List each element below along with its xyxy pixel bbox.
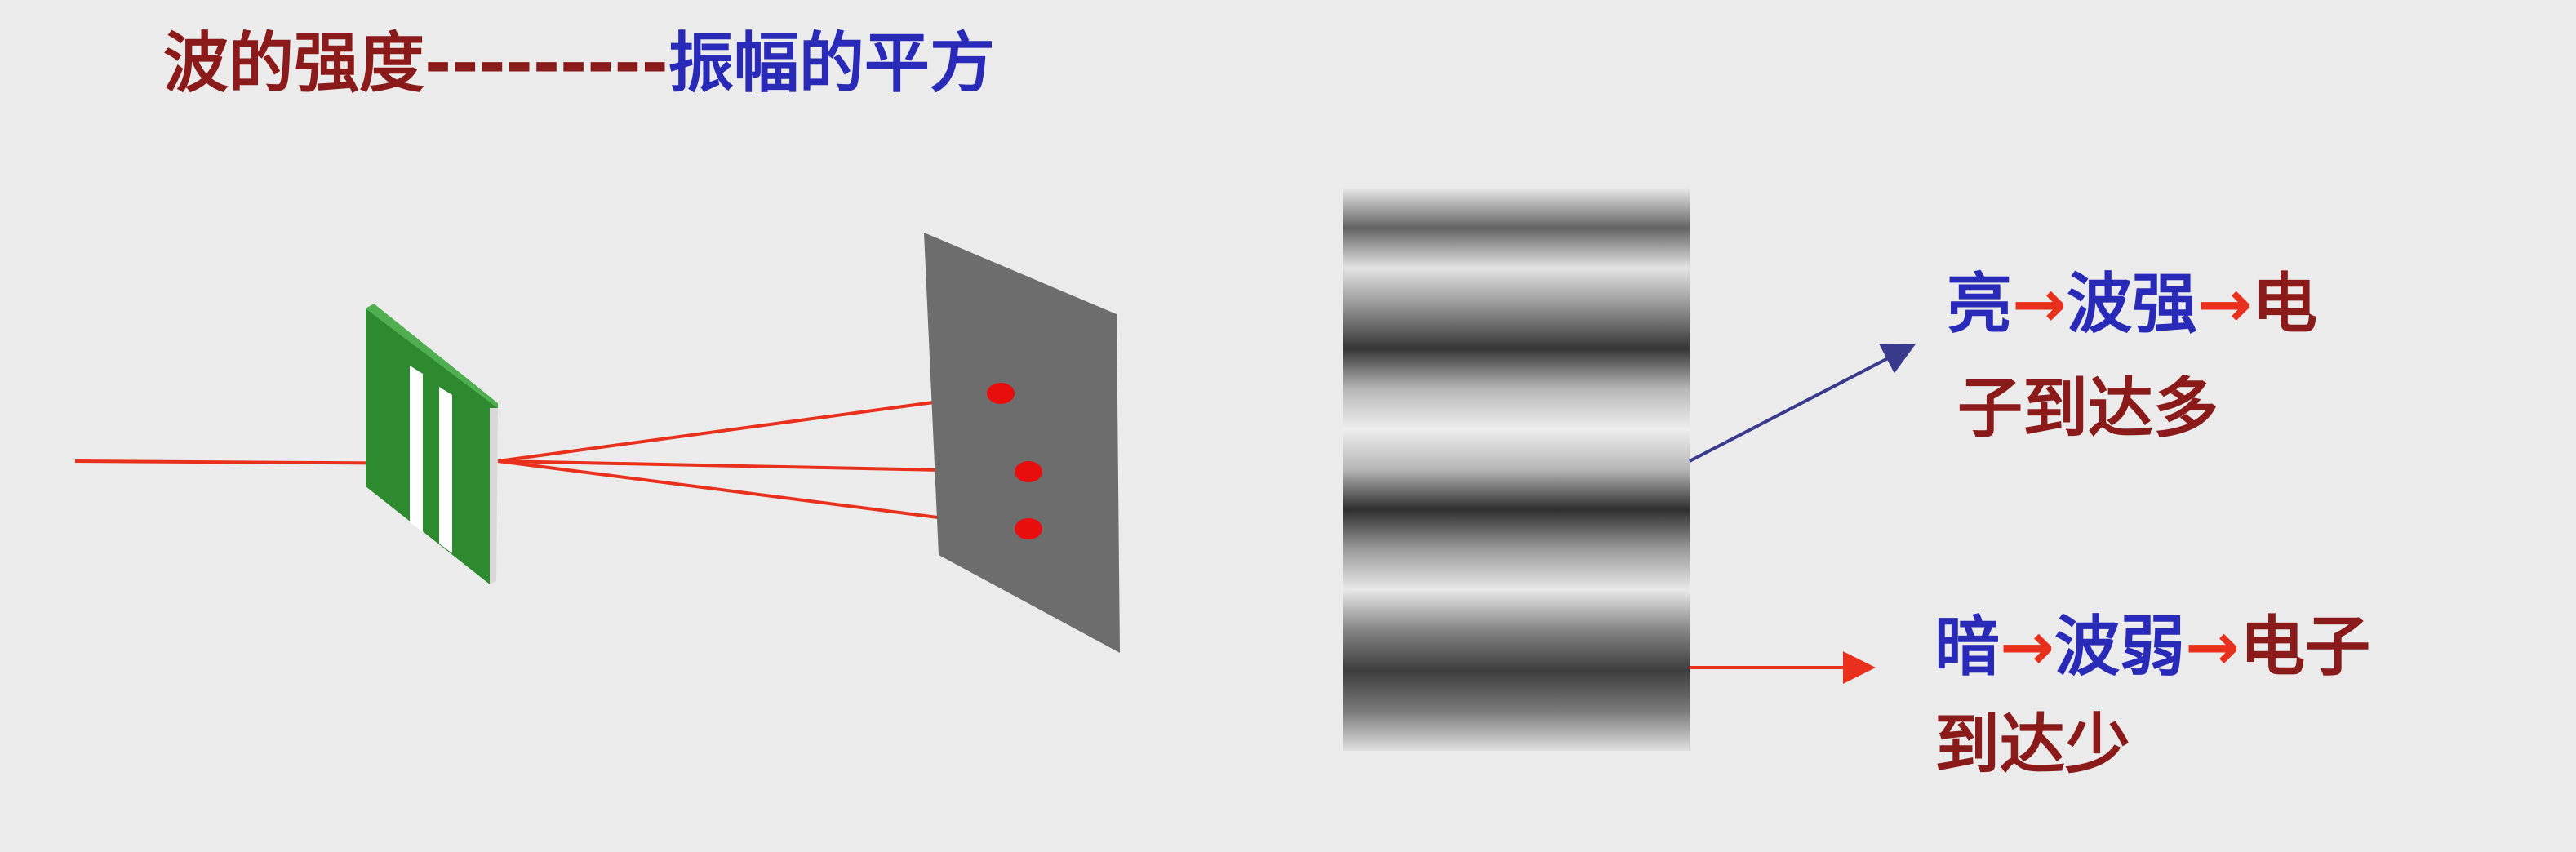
label-electron-part: 电	[2252, 266, 2317, 342]
label-wave-weak: 波弱	[2054, 609, 2185, 685]
arrow-glyph: →	[2012, 266, 2067, 342]
arrow-glyph: →	[2185, 609, 2240, 685]
title-wave-intensity: 波的强度	[163, 25, 424, 101]
observation-screen	[924, 233, 1120, 653]
dark-annotation: 暗→波弱→电子 到达少	[1934, 609, 2370, 783]
impact-dot-2	[1015, 461, 1042, 482]
impact-dot-3	[1015, 518, 1042, 539]
title-dashes: ---------	[424, 25, 668, 101]
svg-text:亮→波强→电: 亮→波强→电	[1947, 266, 2317, 342]
label-dark: 暗	[1934, 609, 2000, 685]
svg-text:波的强度---------振幅的平方: 波的强度---------振幅的平方	[163, 25, 995, 101]
label-many-electrons: 子到达多	[1957, 371, 2218, 446]
impact-dot-1	[987, 383, 1015, 404]
arrow-glyph: →	[2000, 609, 2054, 685]
label-bright: 亮	[1947, 266, 2012, 342]
title-amplitude-squared: 振幅的平方	[668, 25, 995, 101]
svg-text:暗→波弱→电子: 暗→波弱→电子	[1934, 609, 2370, 685]
label-electron: 电子	[2240, 609, 2370, 685]
label-wave-strong: 波强	[2067, 266, 2197, 342]
bright-connector-arrow	[1689, 344, 1916, 463]
ray-upper	[497, 392, 1001, 463]
slit-1	[410, 366, 423, 532]
interference-pattern	[1343, 188, 1690, 751]
bright-annotation: 亮→波强→电 子到达多	[1947, 266, 2317, 446]
arrow-glyph: →	[2197, 266, 2252, 342]
double-slit-plate	[366, 304, 498, 584]
label-few-electrons: 到达少	[1934, 707, 2130, 783]
slit-2	[439, 387, 452, 553]
